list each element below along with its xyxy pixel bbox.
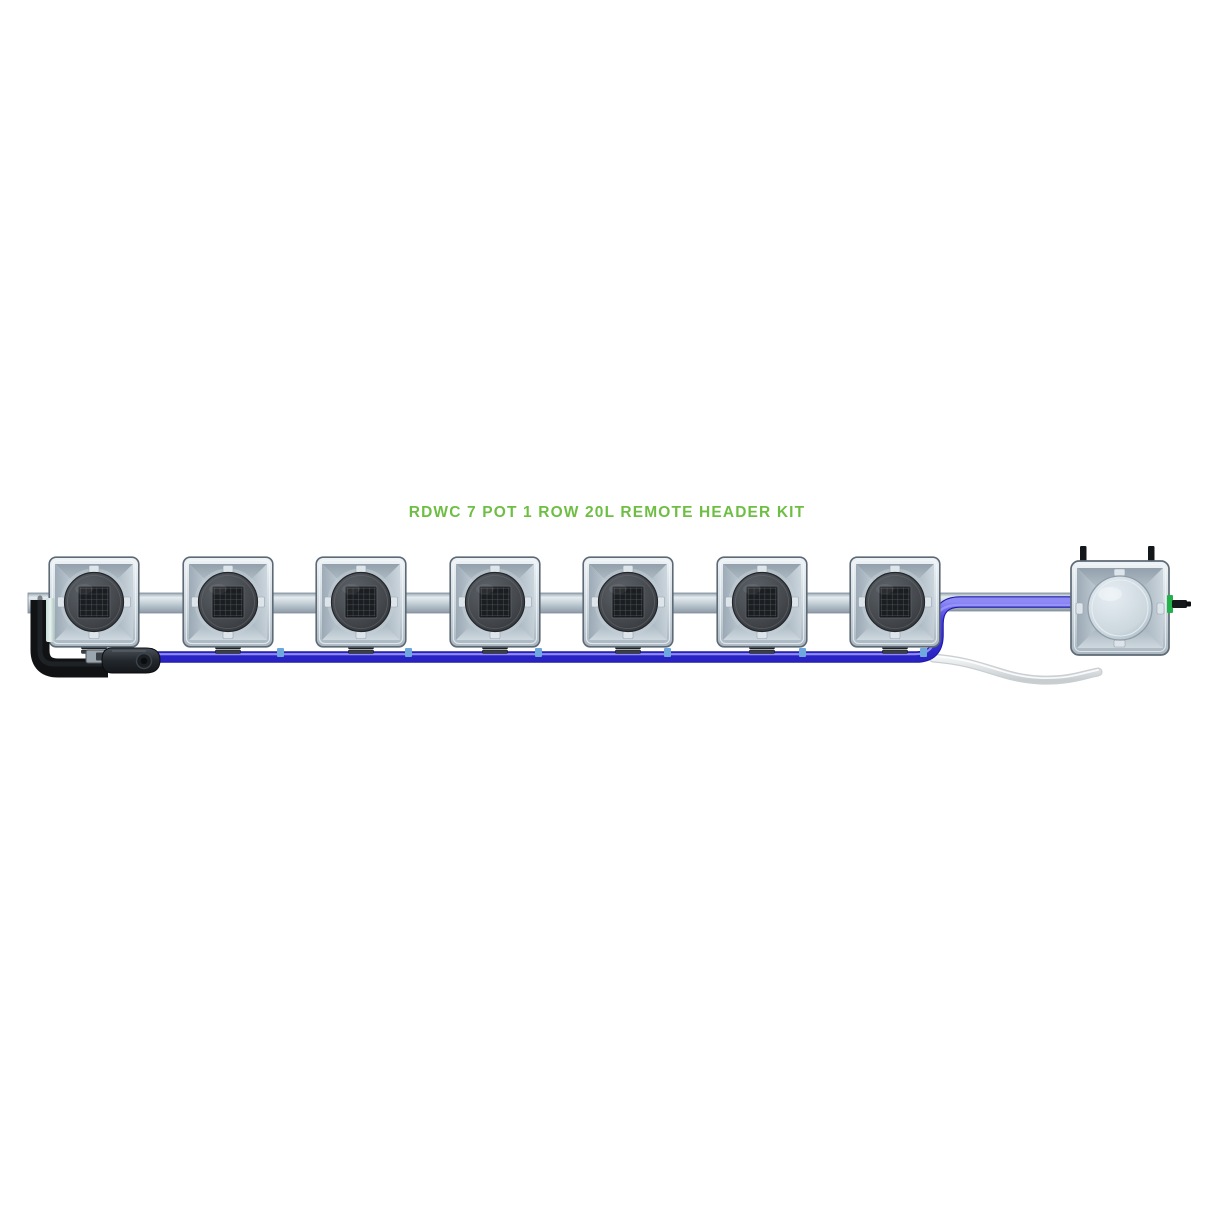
pot-5[interactable] <box>582 556 674 648</box>
tube-connector <box>664 648 671 657</box>
reservoir-post-right <box>1148 546 1155 564</box>
pump-assembly[interactable] <box>30 595 161 678</box>
drain-tap-valve[interactable] <box>1172 600 1187 608</box>
pot-6[interactable] <box>716 556 808 648</box>
flex-hose-group <box>928 653 1103 685</box>
pot-3[interactable] <box>315 556 407 648</box>
page-title: RDWC 7 POT 1 ROW 20L REMOTE HEADER KIT <box>408 504 806 521</box>
remote-header-reservoir[interactable] <box>1070 546 1191 656</box>
drain-tap-green-seal <box>1167 595 1173 613</box>
reservoir-lid-highlight <box>1098 587 1122 601</box>
drain-tap-nozzle <box>1186 601 1191 607</box>
flex-hose <box>929 654 1102 684</box>
inlet-tube <box>46 598 55 642</box>
pot-2[interactable] <box>182 556 274 648</box>
reservoir-tab-top <box>1113 568 1126 577</box>
pot-7[interactable] <box>849 556 941 648</box>
pot-4[interactable] <box>449 556 541 648</box>
tube-connector <box>535 648 542 657</box>
reservoir-tab-bottom <box>1113 639 1126 648</box>
pot-1[interactable] <box>48 556 140 648</box>
tube-connector <box>277 648 284 657</box>
flex-hose-highlight <box>932 655 1099 679</box>
reservoir-post-left <box>1080 546 1087 564</box>
reservoir-tab-right <box>1156 602 1165 615</box>
tube-connector <box>920 648 927 657</box>
reservoir-inner-edge <box>1073 563 1167 653</box>
pot-row <box>48 556 941 648</box>
elbow-pipe-highlight <box>37 595 107 667</box>
tube-connector <box>799 648 806 657</box>
reservoir-tab-left <box>1075 602 1084 615</box>
tube-connector <box>405 648 412 657</box>
reservoir-lid-ring <box>1091 579 1149 637</box>
pump-outlet-hole <box>140 657 148 665</box>
reservoir-lid[interactable] <box>1087 575 1153 641</box>
